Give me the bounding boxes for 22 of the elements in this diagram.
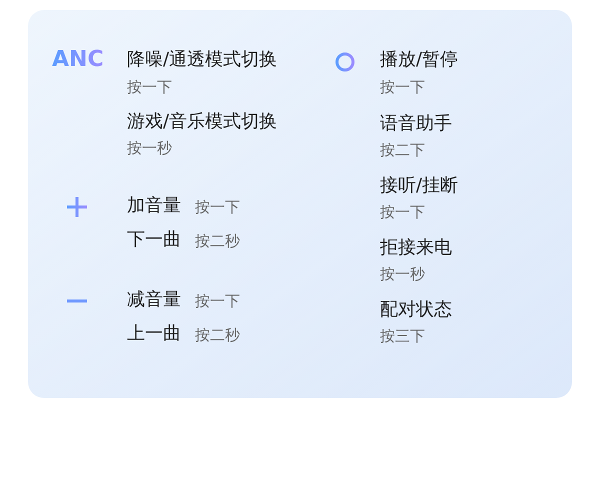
function-label: 降噪/通透模式切换 <box>127 51 278 69</box>
press-instruction: 按一秒 <box>127 140 172 156</box>
function-label: 播放/暂停 <box>380 51 458 69</box>
function-label: 减音量 <box>127 291 181 309</box>
press-instruction: 按二秒 <box>195 328 240 342</box>
press-instruction: 按一秒 <box>380 266 425 282</box>
function-label: 游戏/音乐模式切换 <box>127 113 278 131</box>
press-instruction: 按一下 <box>380 80 425 94</box>
function-label: 下一曲 <box>127 231 181 249</box>
press-instruction: 按二秒 <box>195 234 240 248</box>
function-label: 上一曲 <box>127 325 181 343</box>
press-instruction: 按二下 <box>380 142 425 158</box>
press-instruction: 按一下 <box>380 204 425 220</box>
function-label: 配对状态 <box>380 301 452 319</box>
press-instruction: 按一下 <box>127 80 172 94</box>
function-label: 拒接来电 <box>380 239 452 257</box>
function-label: 接听/挂断 <box>380 177 458 195</box>
press-instruction: 按一下 <box>195 294 240 308</box>
press-instruction: 按三下 <box>380 328 425 344</box>
function-label: 语音助手 <box>380 115 452 133</box>
press-instruction: 按一下 <box>195 200 240 214</box>
function-label: 加音量 <box>127 197 181 215</box>
